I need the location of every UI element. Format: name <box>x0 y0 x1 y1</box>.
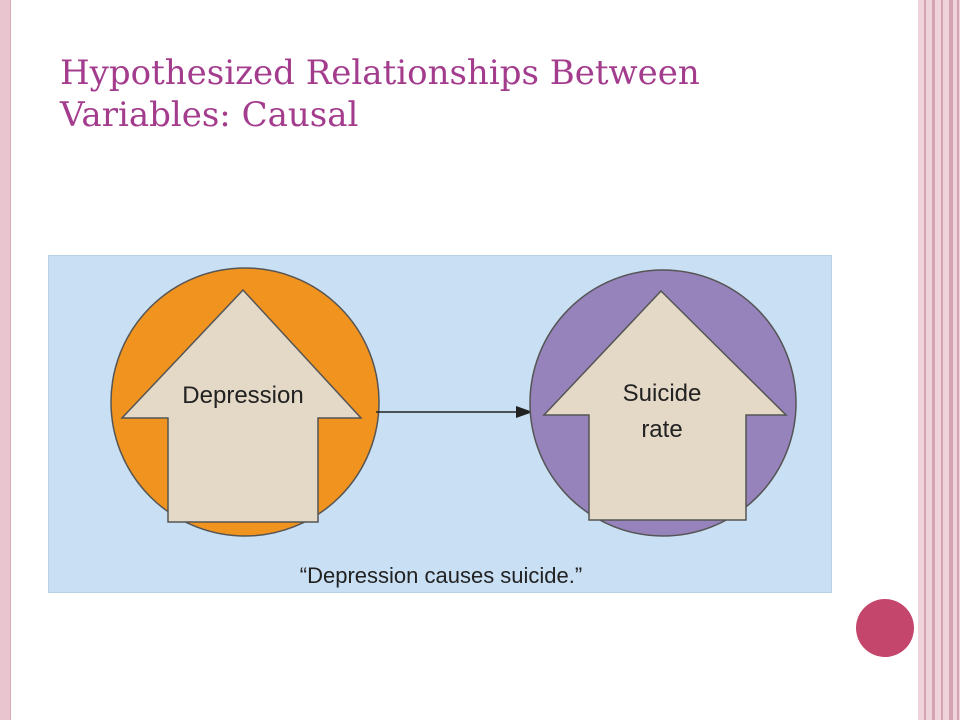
slide-title-line-1: Hypothesized Relationships Between <box>60 53 700 93</box>
diagram-caption: “Depression causes suicide.” <box>299 563 583 588</box>
depression-label: Depression <box>182 382 303 409</box>
slide-title: Hypothesized Relationships Between Varia… <box>60 52 900 136</box>
causal-diagram: Depression Suicide rate <box>110 267 797 537</box>
right-decorative-border <box>918 0 960 720</box>
suicide-rate-arrow-shape <box>542 289 788 521</box>
causal-arrow-head <box>516 406 533 418</box>
depression-arrow-shape <box>120 288 363 523</box>
decorative-accent-circle <box>856 599 914 657</box>
suicide-rate-label-line-2: rate <box>641 416 682 443</box>
suicide-rate-label-line-1: Suicide <box>623 380 702 407</box>
slide-title-line-2: Variables: Causal <box>60 95 359 135</box>
causal-diagram-panel: Depression Suicide rate “Depression caus… <box>48 255 832 593</box>
left-decorative-border <box>0 0 11 720</box>
